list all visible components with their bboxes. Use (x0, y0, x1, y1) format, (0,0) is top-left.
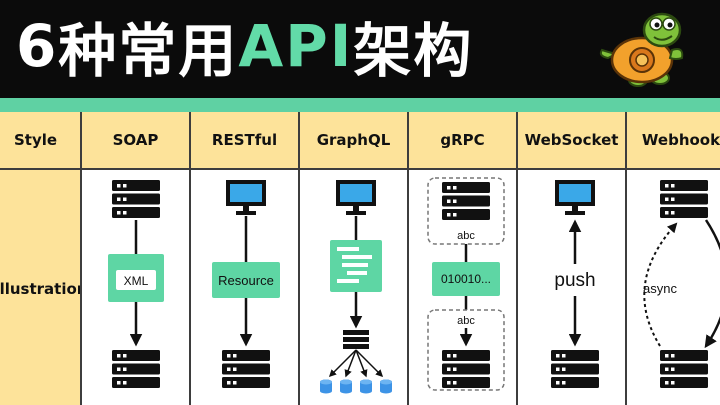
column-header-grpc: gRPC (409, 112, 518, 170)
cell-restful (191, 170, 300, 405)
column-header-websocket: WebSocket (518, 112, 627, 170)
title-number: 6 (16, 12, 59, 80)
row-header-style: Style (0, 112, 82, 170)
row-header-illustration-text: Illustration (0, 280, 80, 298)
row-header-illustration: Illustration (0, 170, 82, 405)
column-header-soap: SOAP (82, 112, 191, 170)
title-part2: 架构 (353, 17, 474, 85)
title-part1: 种常用 (58, 17, 239, 85)
turtle-mascot-icon (599, 12, 684, 87)
title-api: API (238, 12, 354, 80)
cell-grpc (409, 170, 518, 405)
cell-webhook (627, 170, 720, 405)
column-header-restful: RESTful (191, 112, 300, 170)
cell-soap (82, 170, 191, 405)
api-comparison-table: Style SOAP RESTful GraphQL gRPC WebSocke… (0, 112, 720, 405)
column-header-webhook: Webhook (627, 112, 720, 170)
accent-stripe (0, 98, 720, 112)
cell-graphql (300, 170, 409, 405)
cell-websocket (518, 170, 627, 405)
column-header-graphql: GraphQL (300, 112, 409, 170)
